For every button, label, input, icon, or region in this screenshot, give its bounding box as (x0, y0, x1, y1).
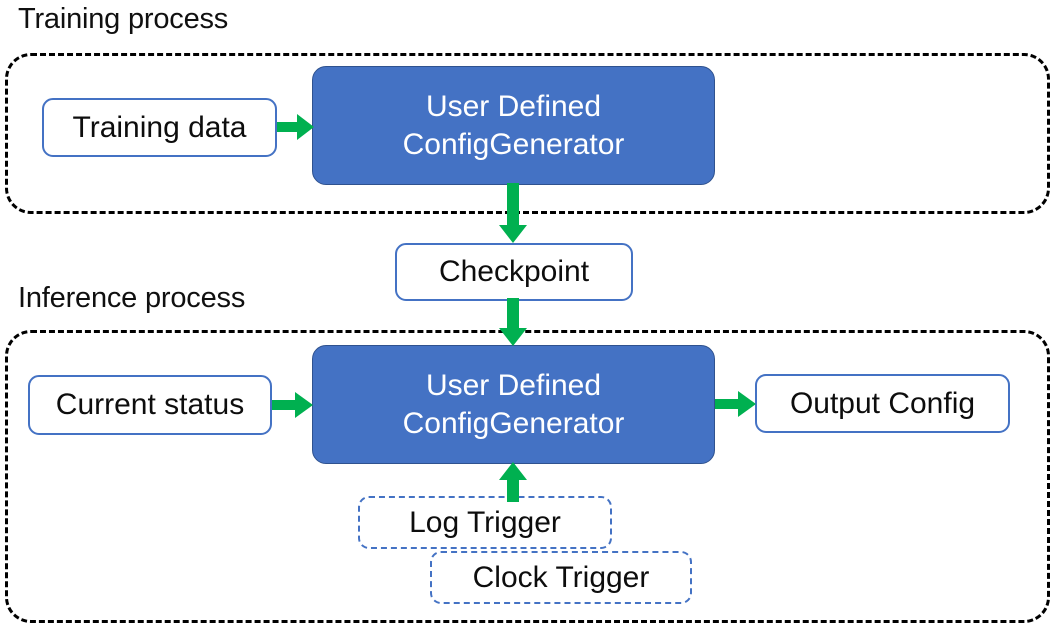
training-process-container (5, 53, 1050, 214)
node-output-config-label: Output Config (789, 386, 976, 420)
node-generator-training-line1: User Defined (425, 89, 602, 123)
node-generator-training-label: User Defined ConfigGenerator (393, 88, 635, 164)
node-clock-trigger-label: Clock Trigger (472, 560, 650, 594)
inference-process-container (5, 330, 1050, 623)
node-generator-inference-line2: ConfigGenerator (402, 406, 625, 440)
node-clock-trigger[interactable]: Clock Trigger (430, 551, 692, 604)
node-training-data[interactable]: Training data (42, 98, 277, 157)
node-training-data-label: Training data (72, 110, 247, 144)
node-checkpoint[interactable]: Checkpoint (395, 243, 633, 301)
training-process-label: Training process (18, 3, 229, 35)
node-log-trigger-label: Log Trigger (409, 505, 561, 539)
node-checkpoint-label: Checkpoint (438, 255, 590, 288)
node-user-defined-configgenerator-training[interactable]: User Defined ConfigGenerator (312, 66, 715, 185)
node-generator-inference-label: User Defined ConfigGenerator (393, 367, 635, 443)
node-log-trigger[interactable]: Log Trigger (358, 496, 612, 549)
node-current-status-label: Current status (55, 388, 245, 421)
node-user-defined-configgenerator-inference[interactable]: User Defined ConfigGenerator (312, 345, 715, 464)
node-current-status[interactable]: Current status (28, 375, 272, 435)
node-generator-training-line2: ConfigGenerator (402, 127, 625, 161)
node-output-config[interactable]: Output Config (755, 374, 1010, 433)
node-generator-inference-line1: User Defined (425, 368, 602, 402)
inference-process-label: Inference process (18, 282, 246, 314)
